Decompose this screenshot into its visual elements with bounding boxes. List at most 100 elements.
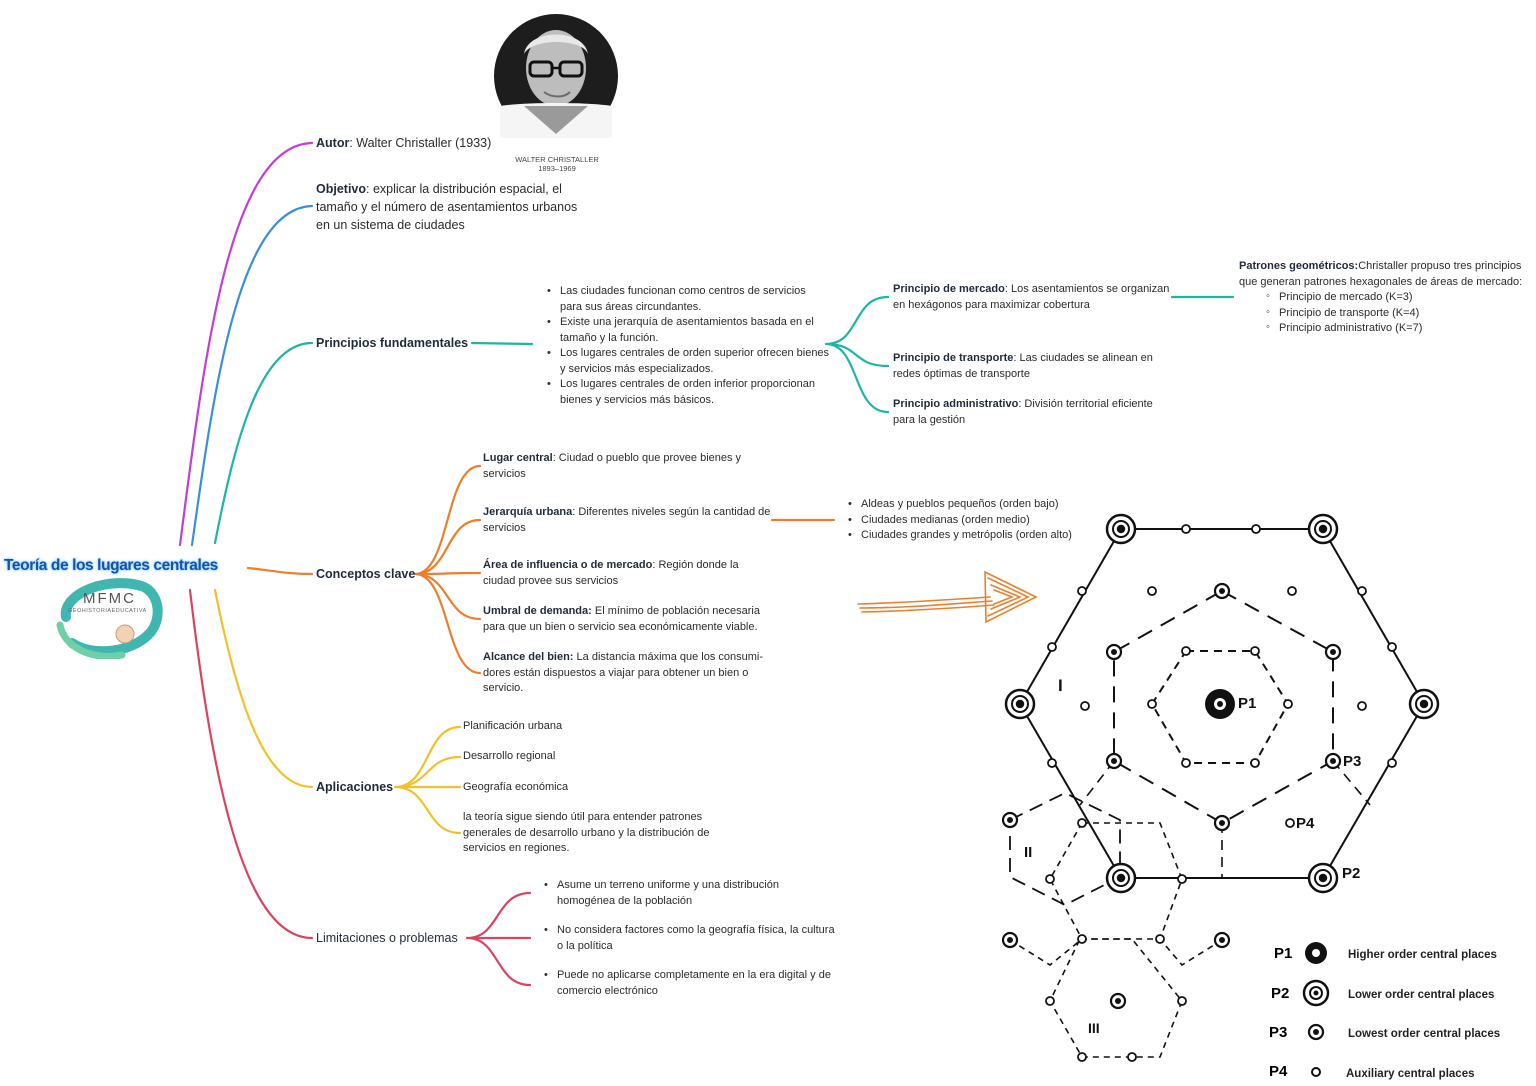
legend-code: P1 [1274,945,1292,962]
lowest-order-dots [1007,588,1336,1004]
legend-text: Lower order central places [1348,989,1494,1001]
lugar-central-node[interactable]: Lugar central: Ciudad o pueblo que prove… [483,451,753,482]
p1-marker [1205,689,1235,719]
principio-mercado-node[interactable]: Principio de mercado: Los asentamientos … [893,282,1175,313]
jerarquia-label: Jerarquía urbana [483,506,573,518]
fan-principios [824,295,890,414]
region-label-ii: II [1024,844,1032,861]
central-topic-title[interactable]: Teoría de los lugares centrales [4,557,218,574]
principio-transporte-node[interactable]: Principio de transporte: Las ciudades se… [893,351,1183,382]
list-item: Aldeas y pueblos pequeños (orden bajo) [848,497,1101,513]
logo [56,578,163,659]
list-item: Asume un terreno uniforme y una distribu… [544,878,839,909]
jerarquia-text: : Diferentes niveles según la cantidad d… [483,506,771,534]
principio-administrativo-node[interactable]: Principio administrativo: División terri… [893,397,1163,428]
point-label-p3: P3 [1343,753,1361,770]
limitaciones-list: Asume un terreno uniforme y una distribu… [543,878,839,999]
lowest-order-markers [1001,582,1342,1010]
autor-node[interactable]: Autor: Walter Christaller (1933) [316,134,491,152]
list-item: Ciudades grandes y metrópolis (orden alt… [848,528,1101,544]
list-item: Los lugares centrales de orden superior … [547,346,830,377]
patrones-list: Principio de mercado (K=3) Principio de … [1239,289,1529,337]
branch-limitaciones [188,588,314,940]
aplicacion-item[interactable]: la teoría sigue siendo útil para entende… [463,811,710,854]
region-label-i: I [1058,676,1063,695]
principio-transporte-text: : Las ciudades se alinean en redes óptim… [893,352,1153,380]
portrait-image [494,14,618,138]
alcance-node[interactable]: Alcance del bien: La distancia máxima qu… [483,650,773,697]
principio-mercado-label: Principio de mercado [893,283,1005,295]
conceptos-node[interactable]: Conceptos clave [316,567,416,581]
aplicacion-item[interactable]: Geografía económica [463,781,569,793]
umbral-label: Umbral de demanda: [483,605,592,617]
aplicaciones-node[interactable]: Aplicaciones [316,780,394,794]
hand-drawn-arrow [857,570,1038,624]
internal-dashes [1079,760,1371,878]
higher-order-markers [1004,513,1440,894]
logo-subtext: GEOHISTORIAEDUCATIVA [68,608,147,614]
patrones-node[interactable]: Patrones geométricos:Christaller propuso… [1239,259,1529,337]
point-label-p4: P4 [1296,815,1315,832]
legend-code: P4 [1269,1063,1288,1080]
aplicacion-item[interactable]: Planificación urbana [463,720,563,732]
region-label-iii: III [1088,1020,1100,1036]
logo-text: MFMC [83,590,136,607]
patrones-label: Patrones geométricos: [1239,260,1359,272]
legend-text: Lowest order central places [1348,1028,1500,1040]
aplicacion-item[interactable]: Desarrollo regional [463,750,556,762]
point-label-p2: P2 [1342,865,1360,882]
area-influencia-node[interactable]: Área de influencia o de mercado: Región … [483,558,773,589]
branch-principios [213,341,314,545]
principio-administrativo-label: Principio administrativo [893,398,1019,410]
alcance-text: La distancia máxima que los consumi-dore… [483,651,764,694]
jerarquia-list: Aldeas y pueblos pequeños (orden bajo) C… [847,497,1101,544]
principio-administrativo-text: : División territorial eficiente para la… [893,398,1153,426]
lugar-central-text: : Ciudad o pueblo que provee bienes y se… [483,452,742,480]
patrones-text: Christaller propuso tres principios que … [1239,260,1523,288]
limitaciones-node[interactable]: Limitaciones o problemas [316,931,458,945]
list-item: Principio administrativo (K=7) [1266,320,1529,337]
legend-code: P2 [1271,985,1289,1002]
fan-conceptos [413,464,482,675]
objetivo-text: : explicar la distribución espacial, el … [316,182,578,232]
principio-mercado-text: : Los asentamientos se organizan en hexá… [893,283,1170,311]
autor-text: : Walter Christaller (1933) [349,136,492,150]
legend-text: Auxiliary central places [1346,1068,1474,1080]
portrait-caption: WALTER CHRISTALLER 1893–1969 [497,155,617,173]
lower-link-1 [1009,938,1223,967]
christaller-hexagon-figure: I II III P1 P3 P4 P2 P1 Higher order cen… [1001,513,1500,1080]
branch-objetivo [190,204,314,547]
principios-node[interactable]: Principios fundamentales [316,336,469,350]
autor-label: Autor [316,136,350,150]
list-item: Puede no aplicarse completamente en la e… [544,968,839,999]
umbral-node[interactable]: Umbral de demanda: El mínimo de població… [483,604,773,635]
legend-text: Higher order central places [1348,949,1497,961]
lugar-central-label: Lugar central [483,452,553,464]
jerarquia-node[interactable]: Jerarquía urbana: Diferentes niveles seg… [483,505,773,536]
list-item: Existe una jerarquía de asentamientos ba… [547,315,830,346]
fan-aplicaciones [393,725,462,835]
umbral-text: El mínimo de población necesaria para qu… [483,605,760,633]
objetivo-label: Objetivo [316,182,367,196]
list-item: Ciudades medianas (orden medio) [848,513,1101,529]
fan-limitaciones [465,891,532,987]
area-influencia-text: : Región donde la ciudad provee sus serv… [483,559,739,587]
link-principios-bullets [470,341,534,346]
legend-code: P3 [1269,1024,1287,1041]
list-item: No considera factores como la geografía … [544,923,839,954]
figure-legend: P1 Higher order central places P2 Lower … [1269,942,1500,1080]
auxiliary-markers [1045,524,1397,1062]
list-item: Principio de transporte (K=4) [1266,305,1529,322]
list-item: Principio de mercado (K=3) [1266,289,1529,306]
list-item: Las ciudades funcionan como centros de s… [547,284,830,315]
list-item: Los lugares centrales de orden inferior … [547,377,830,408]
alcance-label: Alcance del bien: [483,651,574,663]
portrait-caption-name: WALTER CHRISTALLER [515,155,599,164]
principios-bullets: Las ciudades funcionan como centros de s… [546,284,830,408]
branch-aplicaciones [213,588,314,789]
branch-conceptos [246,566,314,576]
objetivo-node[interactable]: Objetivo: explicar la distribución espac… [316,180,594,234]
portrait-caption-years: 1893–1969 [538,164,576,173]
branch-autor [178,141,314,547]
